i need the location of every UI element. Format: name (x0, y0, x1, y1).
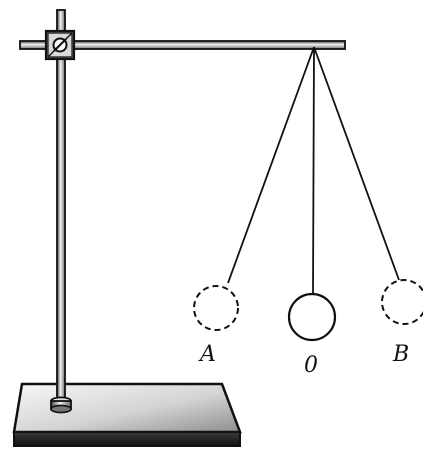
label-a: A (198, 342, 216, 367)
pendulum-positions (193, 279, 423, 342)
label-b: B (392, 342, 409, 367)
label-0: 0 (304, 353, 318, 378)
pendulum-strings (227, 46, 400, 295)
string-to-b (313, 46, 400, 281)
string-to-a (227, 46, 315, 284)
stand-base (12, 382, 242, 447)
bob-position-a (193, 285, 239, 331)
horizontal-bar (19, 40, 346, 50)
string-to-0 (312, 46, 315, 295)
position-labels: A 0 B (198, 342, 409, 378)
vertical-rod (50, 9, 72, 414)
bob-position-b (381, 279, 423, 325)
bob-position-0 (287, 292, 337, 342)
clamp (44, 29, 76, 61)
